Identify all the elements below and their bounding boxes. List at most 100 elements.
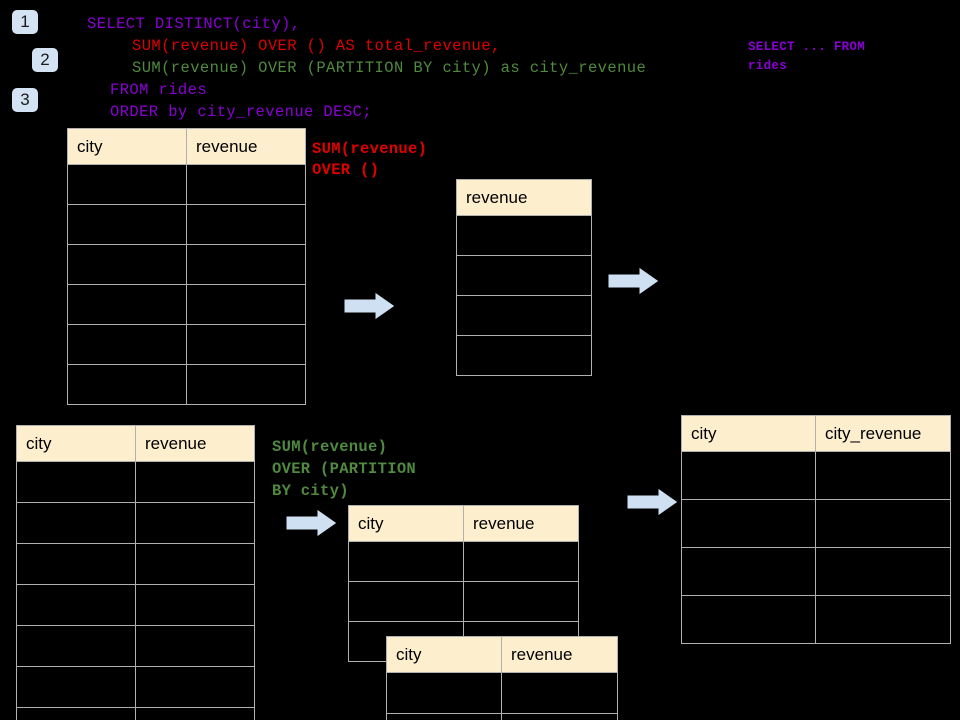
cell-city bbox=[16, 543, 136, 585]
cell-city bbox=[67, 324, 187, 365]
table-row bbox=[348, 581, 579, 622]
total-revenue-table: revenue bbox=[456, 179, 592, 376]
arrow-source-to-partition-icon bbox=[286, 508, 338, 538]
column-header-city: city bbox=[681, 415, 816, 452]
table-row bbox=[16, 461, 255, 503]
table-row bbox=[348, 541, 579, 582]
source-table-top: city revenue bbox=[67, 128, 306, 405]
cell-city bbox=[67, 364, 187, 405]
table-row bbox=[456, 335, 592, 376]
cell-revenue bbox=[135, 543, 255, 585]
cell-revenue bbox=[135, 625, 255, 667]
cell-revenue bbox=[456, 295, 592, 336]
column-header-city: city bbox=[348, 505, 464, 542]
table-row bbox=[67, 204, 306, 245]
sql-line-select-distinct: SELECT DISTINCT(city), bbox=[87, 15, 301, 33]
cell-city-revenue bbox=[815, 499, 951, 548]
cell-city bbox=[16, 584, 136, 626]
table-row bbox=[456, 255, 592, 296]
source-table-bottom: city revenue bbox=[16, 425, 255, 720]
column-header-city: city bbox=[16, 425, 136, 462]
column-header-city: city bbox=[67, 128, 187, 165]
step-badge-3: 3 bbox=[12, 88, 38, 112]
table-row bbox=[67, 364, 306, 405]
table-header-row: city city_revenue bbox=[681, 415, 951, 452]
sql-line-sum-over-partition: SUM(revenue) OVER (PARTITION BY city) as… bbox=[132, 59, 647, 77]
cell-revenue bbox=[456, 215, 592, 256]
column-header-city-revenue: city_revenue bbox=[815, 415, 951, 452]
cell-city bbox=[681, 451, 816, 500]
sql-line-sum-over-empty: SUM(revenue) OVER () AS total_revenue, bbox=[132, 37, 501, 55]
annotation-sum-over-partition: SUM(revenue) OVER (PARTITION BY city) bbox=[272, 438, 417, 500]
table-row bbox=[456, 215, 592, 256]
cell-revenue bbox=[186, 284, 306, 325]
cell-city bbox=[386, 672, 502, 714]
table-row bbox=[16, 584, 255, 626]
cell-city-revenue bbox=[815, 595, 951, 644]
cell-revenue bbox=[135, 502, 255, 544]
table-row bbox=[16, 625, 255, 667]
cell-revenue bbox=[135, 584, 255, 626]
sql-line-from-rides: FROM rides bbox=[110, 81, 208, 99]
arrow-partition-to-result-icon bbox=[627, 487, 679, 517]
column-header-revenue: revenue bbox=[456, 179, 592, 216]
cell-city bbox=[16, 461, 136, 503]
sql-line-order-by: ORDER by city_revenue DESC; bbox=[110, 103, 372, 121]
cell-city bbox=[681, 595, 816, 644]
table-header-row: revenue bbox=[456, 179, 592, 216]
table-row bbox=[386, 713, 618, 720]
cell-revenue bbox=[135, 461, 255, 503]
cell-city bbox=[348, 581, 464, 622]
table-row bbox=[67, 324, 306, 365]
cell-revenue bbox=[456, 255, 592, 296]
cell-revenue bbox=[186, 164, 306, 205]
table-row bbox=[681, 595, 951, 644]
column-header-revenue: revenue bbox=[186, 128, 306, 165]
cell-city bbox=[67, 284, 187, 325]
cell-city bbox=[67, 164, 187, 205]
table-row bbox=[67, 284, 306, 325]
annotation-sum-over-empty: SUM(revenue) OVER () bbox=[312, 140, 428, 179]
column-header-revenue: revenue bbox=[463, 505, 579, 542]
cell-city bbox=[67, 244, 187, 285]
cell-revenue bbox=[456, 335, 592, 376]
column-header-revenue: revenue bbox=[501, 636, 618, 673]
table-row bbox=[16, 543, 255, 585]
step-badge-1: 1 bbox=[12, 10, 38, 34]
column-header-revenue: revenue bbox=[135, 425, 255, 462]
cell-revenue bbox=[186, 244, 306, 285]
cell-revenue bbox=[501, 672, 618, 714]
table-row bbox=[16, 707, 255, 720]
cell-revenue bbox=[186, 364, 306, 405]
cell-revenue bbox=[463, 581, 579, 622]
cell-revenue bbox=[186, 324, 306, 365]
table-header-row: city revenue bbox=[67, 128, 306, 165]
table-row bbox=[16, 666, 255, 708]
cell-revenue bbox=[463, 541, 579, 582]
cell-city bbox=[16, 502, 136, 544]
annotation-select-from-rides: SELECT ... FROM rides bbox=[748, 40, 866, 73]
cell-revenue bbox=[186, 204, 306, 245]
cell-city-revenue bbox=[815, 451, 951, 500]
partition-table-front: city revenue bbox=[386, 636, 618, 720]
table-row bbox=[16, 502, 255, 544]
table-row bbox=[67, 164, 306, 205]
cell-city-revenue bbox=[815, 547, 951, 596]
table-header-row: city revenue bbox=[16, 425, 255, 462]
cell-revenue bbox=[135, 707, 255, 720]
cell-city bbox=[681, 547, 816, 596]
table-header-row: city revenue bbox=[386, 636, 618, 673]
cell-city bbox=[67, 204, 187, 245]
table-header-row: city revenue bbox=[348, 505, 579, 542]
table-row bbox=[67, 244, 306, 285]
cell-city bbox=[16, 666, 136, 708]
column-header-city: city bbox=[386, 636, 502, 673]
table-row bbox=[386, 672, 618, 714]
arrow-total-to-result-icon bbox=[608, 266, 660, 296]
table-row bbox=[681, 547, 951, 596]
table-row bbox=[681, 499, 951, 548]
cell-city bbox=[348, 541, 464, 582]
arrow-source-to-total-icon bbox=[344, 291, 396, 321]
cell-city bbox=[16, 707, 136, 720]
